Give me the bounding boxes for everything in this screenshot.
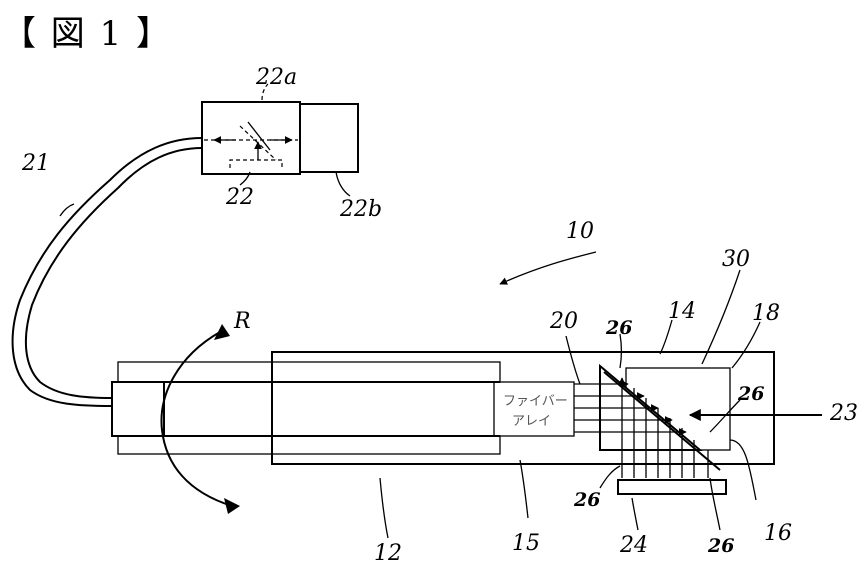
detector-24 — [618, 480, 726, 494]
fiber-inner — [26, 148, 202, 398]
leader-15 — [520, 460, 528, 518]
label-21: 21 — [21, 151, 50, 176]
label-r: R — [233, 309, 251, 334]
leader-24 — [632, 498, 638, 530]
fiber-cable-21 — [13, 138, 202, 406]
unit-22b-box — [300, 104, 358, 172]
fiber-array-text-1: ファイバー — [503, 394, 568, 409]
label-16: 16 — [764, 521, 792, 546]
pointer-10 — [500, 252, 596, 284]
label-22b: 22b — [339, 197, 382, 222]
label-15: 15 — [512, 531, 540, 556]
label-22: 22 — [225, 185, 254, 210]
fiber-outer — [13, 138, 202, 406]
label-18: 18 — [752, 301, 780, 326]
leader-16 — [730, 440, 756, 500]
label-23: 23 — [829, 401, 858, 426]
label-12: 12 — [374, 541, 402, 566]
rotation-arrow-r — [161, 332, 232, 506]
label-26-right: 26 — [737, 383, 764, 405]
leader-18 — [732, 322, 760, 368]
label-24: 24 — [619, 533, 648, 558]
label-26-top: 26 — [605, 317, 632, 339]
mirror-mount — [230, 160, 282, 168]
label-26-bottom-right: 26 — [707, 535, 734, 557]
rotation-arrow-head-bottom — [224, 498, 240, 514]
scanner-box — [202, 102, 300, 174]
probe-handle — [112, 382, 164, 436]
leader-20 — [566, 336, 580, 384]
label-14: 14 — [668, 299, 696, 324]
label-20: 20 — [549, 309, 578, 334]
leader-30 — [702, 270, 740, 364]
probe-upper-sheath — [118, 362, 500, 382]
leader-22b — [336, 172, 350, 196]
leader-14 — [660, 320, 672, 354]
label-10: 10 — [566, 219, 594, 244]
leader-26d — [710, 478, 720, 530]
probe-lower-sheath — [118, 436, 500, 454]
rotation-arrow-head-top — [214, 324, 230, 340]
label-22a: 22a — [255, 65, 297, 90]
control-unit — [202, 84, 358, 196]
label-30: 30 — [722, 247, 750, 272]
leader-12 — [380, 478, 388, 538]
label-26-bottom-left: 26 — [573, 489, 600, 511]
leader-21 — [60, 204, 74, 216]
fiber-array-text-2: アレイ — [512, 414, 551, 429]
